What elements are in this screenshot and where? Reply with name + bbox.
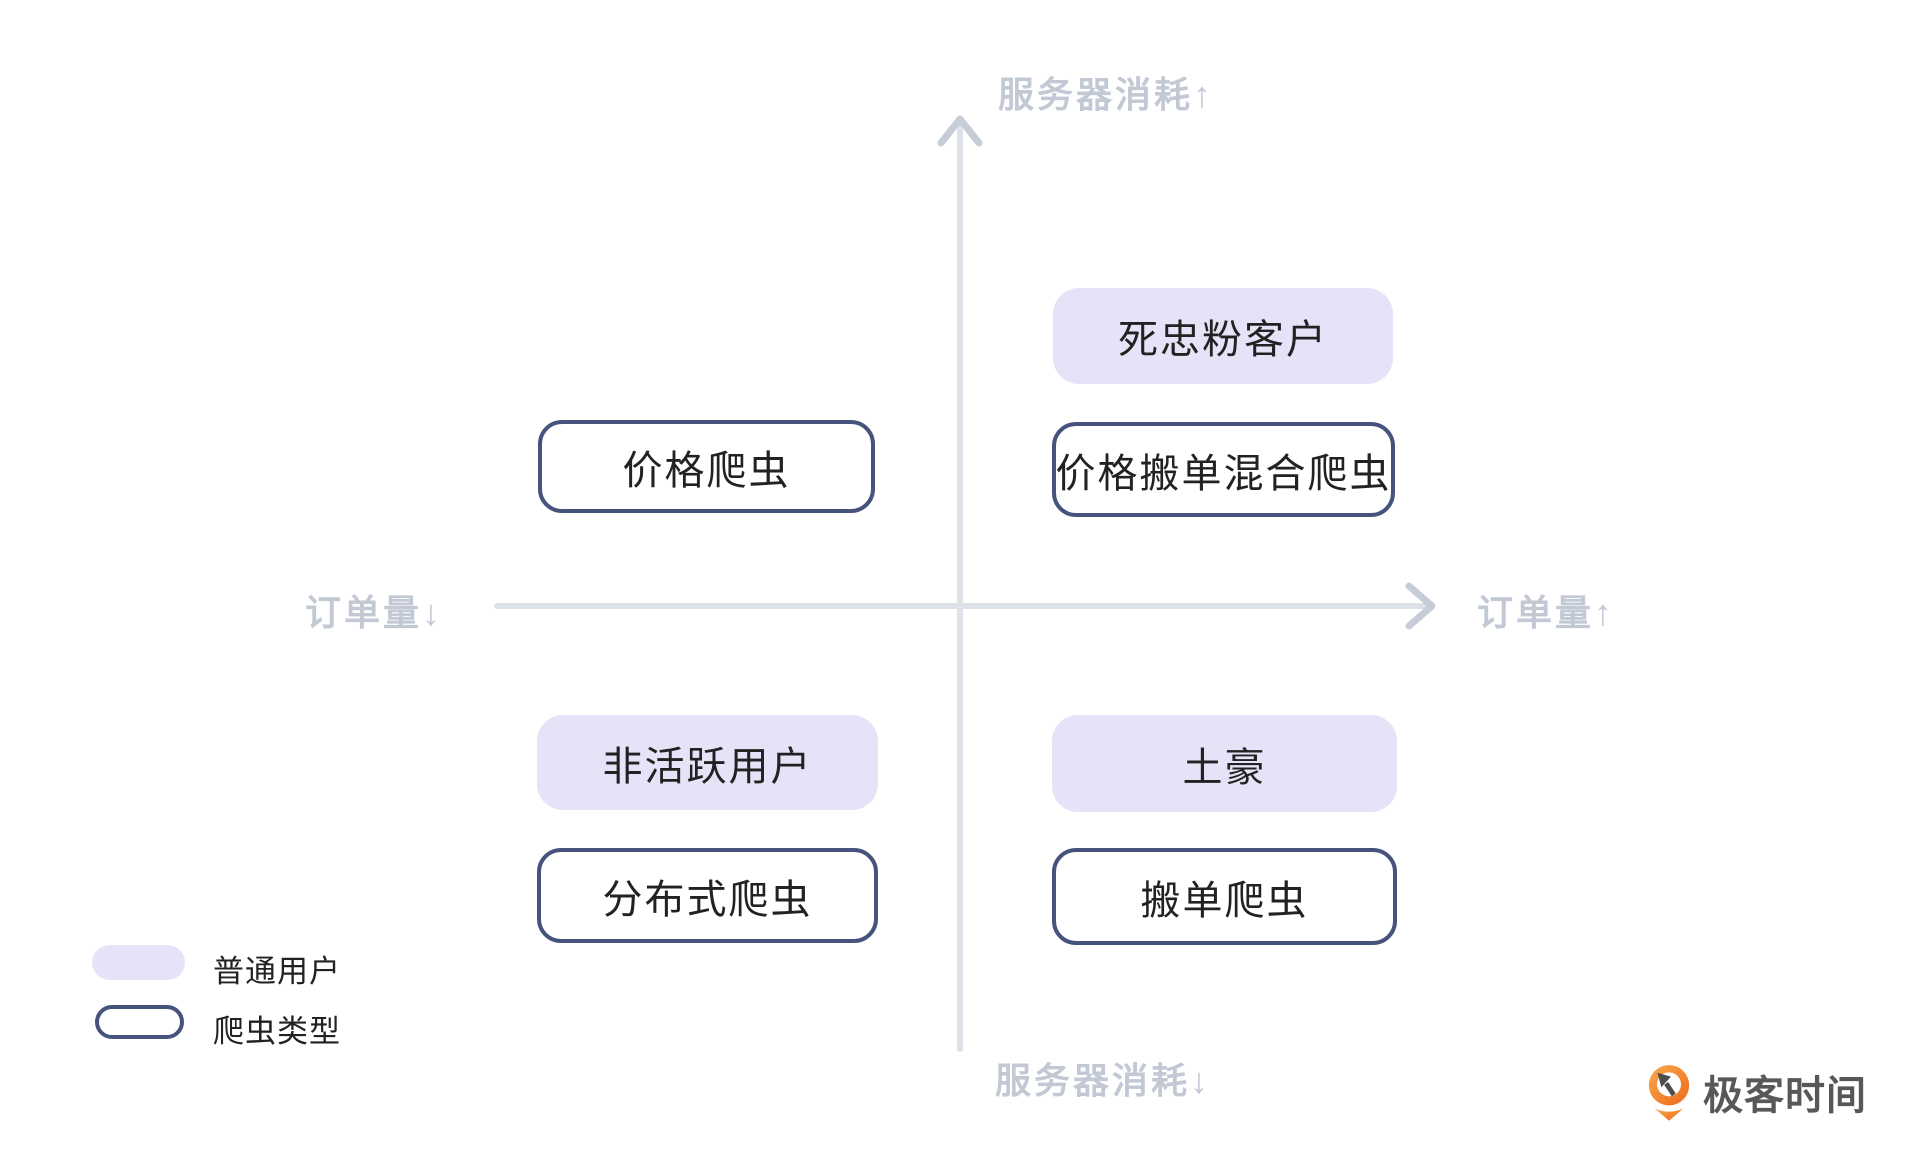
legend-swatch-user xyxy=(92,945,185,980)
node-inactive-user: 非活跃用户 xyxy=(537,715,878,810)
geektime-logo: 极客时间 xyxy=(1645,1062,1867,1122)
axis-label-left: 订单量↓ xyxy=(305,592,444,633)
legend-label-crawler: 爬虫类型 xyxy=(213,1014,341,1049)
node-loyal-fan-customer: 死忠粉客户 xyxy=(1053,288,1393,384)
node-distributed-crawler: 分布式爬虫 xyxy=(537,848,878,943)
node-price-arbitrage-hybrid-crawler: 价格搬单混合爬虫 xyxy=(1052,422,1395,517)
geektime-logo-text: 极客时间 xyxy=(1703,1074,1867,1118)
node-rich-user: 土豪 xyxy=(1052,715,1397,812)
axis-label-bottom: 服务器消耗↓ xyxy=(995,1060,1212,1101)
up-arrow-icon xyxy=(937,115,983,147)
node-price-crawler: 价格爬虫 xyxy=(538,420,875,513)
legend-label-user: 普通用户 xyxy=(213,954,341,989)
axis-label-top: 服务器消耗↑ xyxy=(998,74,1215,115)
geektime-logo-icon xyxy=(1648,1065,1690,1121)
node-arbitrage-crawler: 搬单爬虫 xyxy=(1052,848,1397,945)
right-arrow-icon xyxy=(1405,582,1436,630)
axis-label-right: 订单量↑ xyxy=(1477,592,1616,633)
legend-swatch-crawler xyxy=(95,1005,184,1039)
